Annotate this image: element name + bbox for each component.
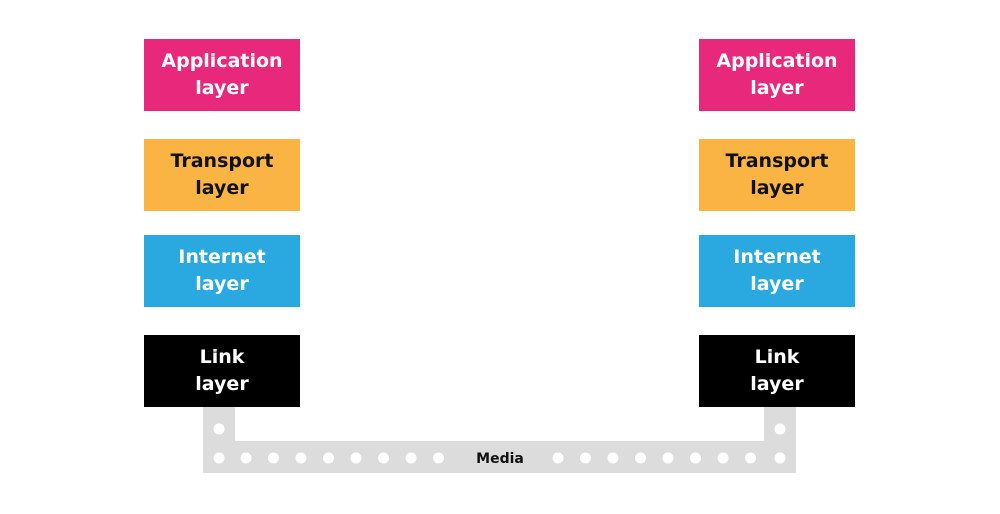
media-dot <box>240 452 252 464</box>
media-dot <box>662 452 674 464</box>
right-application-layer-label: Application layer <box>716 50 838 99</box>
media-dot <box>405 452 417 464</box>
media-dot <box>552 452 564 464</box>
media-dot <box>717 452 729 464</box>
right-internet-layer-label: Internet layer <box>733 246 821 295</box>
right-application-layer: Application layer <box>699 39 855 111</box>
left-link-layer-label: Link layer <box>195 346 249 395</box>
right-internet-layer: Internet layer <box>699 235 855 307</box>
media-dot <box>433 452 444 464</box>
left-internet-layer-label: Internet layer <box>178 246 266 295</box>
left-internet-layer: Internet layer <box>144 235 300 307</box>
media-dot <box>268 452 279 464</box>
right-link-layer: Link layer <box>699 335 855 407</box>
media-dot <box>378 452 389 464</box>
left-link-layer: Link layer <box>144 335 300 407</box>
media-dot <box>350 452 362 464</box>
media-dot <box>774 423 786 435</box>
left-application-layer-label: Application layer <box>161 50 283 99</box>
media-dot <box>323 452 334 464</box>
media-dot <box>635 452 646 464</box>
right-transport-layer: Transport layer <box>699 139 855 211</box>
media-dot <box>295 452 307 464</box>
media-dot <box>213 452 225 464</box>
media-dot <box>745 452 756 464</box>
left-application-layer: Application layer <box>144 39 300 111</box>
left-transport-layer: Transport layer <box>144 139 300 211</box>
media-dot <box>213 423 225 435</box>
media-dot <box>690 452 701 464</box>
media-label: Media <box>476 451 524 467</box>
right-link-layer-label: Link layer <box>750 346 804 395</box>
media-dot <box>580 452 591 464</box>
media-dot <box>774 452 786 464</box>
media-dot <box>607 452 619 464</box>
left-transport-layer-label: Transport layer <box>170 150 274 199</box>
media-dots <box>213 423 786 464</box>
right-transport-layer-label: Transport layer <box>725 150 829 199</box>
